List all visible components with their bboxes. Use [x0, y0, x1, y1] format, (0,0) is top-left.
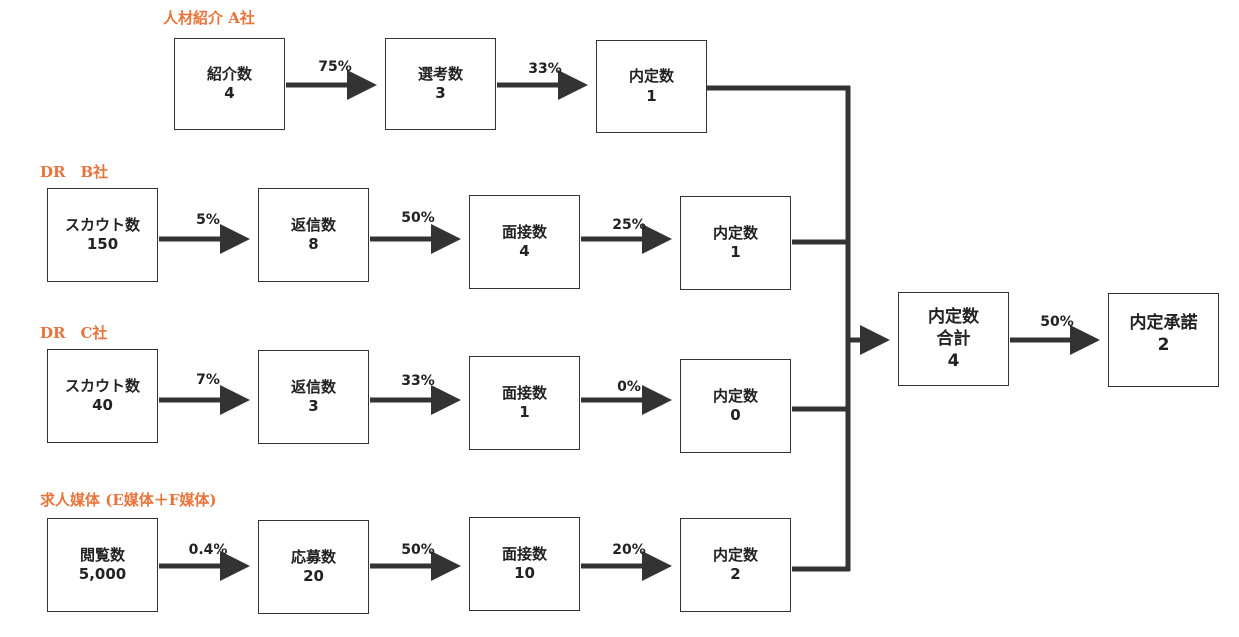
- node-value: 4: [519, 242, 530, 260]
- node-name: スカウト数: [64, 376, 140, 395]
- offer-accepted-box: 内定承諾 2: [1108, 293, 1219, 387]
- node-box: 選考数 3: [385, 38, 496, 130]
- node-name: 面接数: [501, 383, 547, 402]
- total-value: 4: [947, 351, 960, 372]
- total-label-line2: 合計: [936, 328, 971, 349]
- node-box: 返信数 8: [258, 188, 369, 282]
- total-offers-box: 内定数 合計 4: [898, 292, 1009, 386]
- node-box: 面接数 4: [469, 195, 580, 289]
- connector-lines: [159, 70, 1100, 581]
- source-label-b: DR B社: [40, 163, 109, 181]
- node-value: 8: [308, 235, 319, 253]
- node-box: スカウト数 40: [47, 349, 158, 443]
- node-value: 10: [514, 564, 535, 582]
- node-value: 1: [646, 86, 657, 105]
- node-box: スカウト数 150: [47, 188, 158, 282]
- conversion-rate: 20%: [612, 542, 646, 558]
- conversion-rate: 33%: [401, 373, 435, 389]
- node-value: 40: [92, 396, 113, 414]
- node-box: 内定数 2: [680, 518, 791, 612]
- conversion-rate: 75%: [318, 59, 352, 75]
- node-name: 面接数: [501, 222, 547, 241]
- node-box: 内定数 1: [596, 40, 707, 133]
- node-name: 内定数: [712, 545, 758, 564]
- node-name: 内定数: [712, 386, 758, 405]
- node-name: 紹介数: [206, 64, 252, 83]
- conversion-rate: 50%: [401, 210, 435, 226]
- node-name: 返信数: [290, 215, 336, 234]
- node-value: 1: [730, 243, 741, 261]
- node-name: 内定数: [712, 223, 758, 242]
- final-name: 内定承諾: [1129, 313, 1198, 333]
- node-value: 150: [86, 235, 119, 253]
- node-box: 閲覧数 5,000: [47, 518, 158, 612]
- node-value: 20: [303, 567, 324, 585]
- node-name: 閲覧数: [79, 545, 125, 564]
- conversion-rate: 0.4%: [188, 542, 228, 558]
- node-value: 1: [519, 403, 530, 421]
- node-name: 応募数: [290, 547, 336, 566]
- node-name: 返信数: [290, 377, 336, 396]
- node-box: 紹介数 4: [174, 38, 285, 130]
- conversion-rate: 33%: [528, 61, 562, 77]
- node-name: 選考数: [417, 64, 463, 83]
- source-label-media: 求人媒体 (E媒体＋F媒体): [40, 491, 217, 509]
- conversion-rate: 7%: [196, 372, 220, 388]
- node-value: 2: [730, 565, 741, 583]
- node-box: 返信数 3: [258, 350, 369, 444]
- conversion-rate: 0%: [617, 379, 641, 395]
- node-value: 3: [308, 397, 319, 415]
- node-name: スカウト数: [64, 215, 140, 234]
- node-value: 5,000: [78, 565, 127, 583]
- total-label-line1: 内定数: [928, 306, 979, 327]
- source-label-a: 人材紹介 A社: [163, 9, 255, 27]
- node-box: 内定数 0: [680, 359, 791, 453]
- conversion-rate: 25%: [612, 217, 646, 233]
- node-box: 応募数 20: [258, 520, 369, 614]
- conversion-rate: 5%: [196, 212, 220, 228]
- source-label-c: DR C社: [40, 324, 108, 342]
- acceptance-rate: 50%: [1040, 314, 1074, 330]
- node-name: 内定数: [628, 67, 674, 85]
- node-box: 内定数 1: [680, 196, 791, 290]
- node-value: 3: [435, 84, 446, 102]
- node-value: 4: [224, 84, 235, 102]
- node-value: 0: [730, 406, 741, 424]
- conversion-rate: 50%: [401, 542, 435, 558]
- node-box: 面接数 10: [469, 517, 580, 611]
- node-name: 面接数: [501, 544, 547, 563]
- final-value: 2: [1157, 335, 1170, 356]
- node-box: 面接数 1: [469, 356, 580, 450]
